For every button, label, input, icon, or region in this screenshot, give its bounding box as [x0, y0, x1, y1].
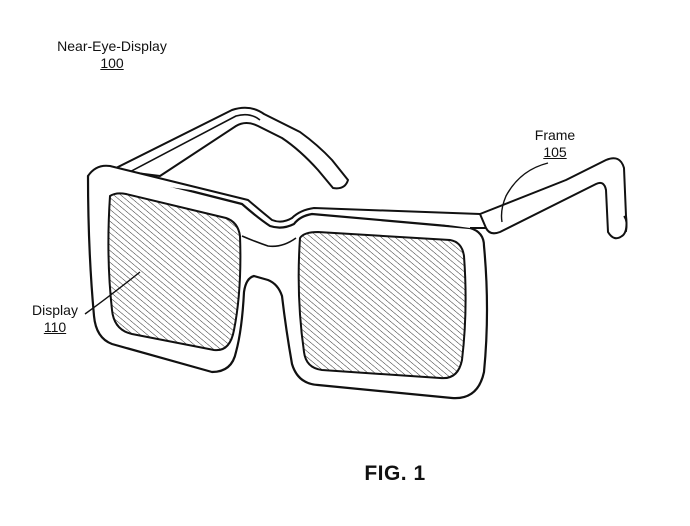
frame-label: Frame 105: [525, 127, 585, 161]
near-temple-arm: [479, 157, 628, 240]
leader-display: [84, 271, 141, 315]
display-lens-left: [107, 192, 242, 352]
near-eye-display-label: Near-Eye-Display 100: [46, 38, 178, 72]
nose-bridge: [241, 235, 297, 248]
display-text: Display: [32, 302, 78, 318]
display-ref: 110: [43, 319, 67, 335]
figure-caption: FIG. 1: [364, 462, 426, 485]
near-eye-display-text: Near-Eye-Display: [57, 38, 167, 54]
near-eye-display-ref: 100: [100, 55, 124, 71]
frame-text: Frame: [534, 127, 576, 143]
far-temple-arm: [111, 106, 349, 190]
frame-ref: 105: [543, 144, 567, 160]
display-label: Display 110: [20, 302, 90, 336]
leader-frame: [500, 162, 549, 223]
display-lens-right: [297, 231, 467, 380]
leader-near-eye-display: [120, 94, 132, 96]
